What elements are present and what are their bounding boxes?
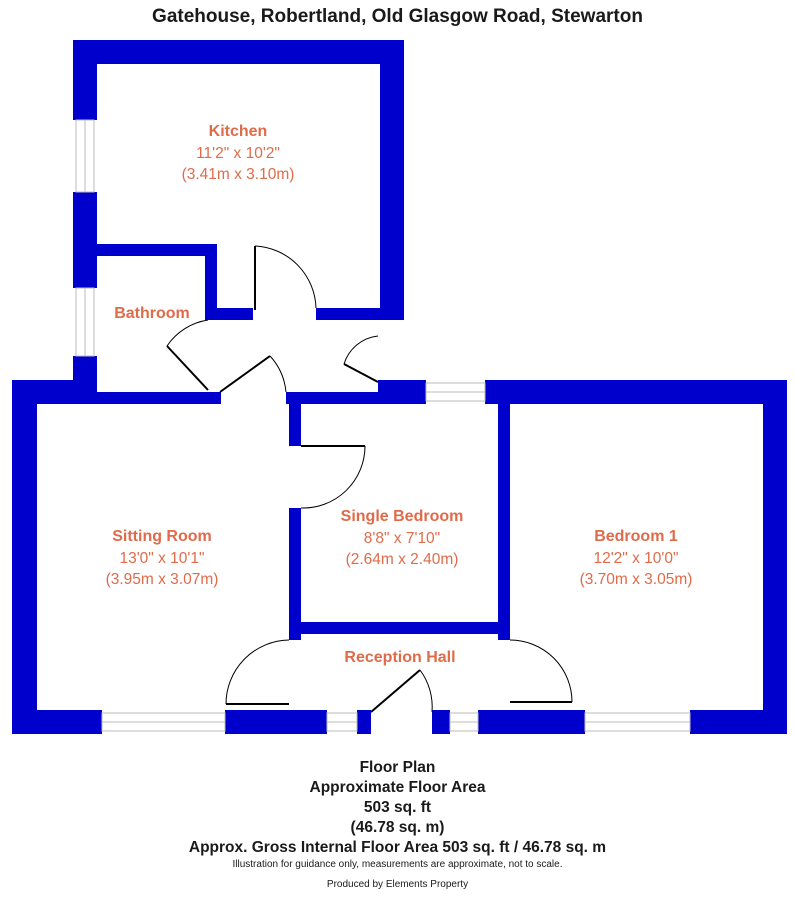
footer-sqm: (46.78 sq. m) [350, 819, 445, 836]
sitting-room-metric: (3.95m x 3.07m) [106, 571, 219, 588]
wall-main-top-right-a [378, 380, 426, 404]
wall-main-top-segment [97, 392, 221, 404]
bedroom-1-imperial: 12'2" x 10'0" [593, 550, 678, 567]
wall-bottom-1 [12, 710, 102, 734]
wall-main-left [12, 380, 37, 734]
wall-single-left-upper [289, 392, 301, 446]
bathroom-name: Bathroom [114, 305, 190, 322]
single-bedroom-imperial: 8'8" x 7'10" [364, 530, 440, 547]
wall-bottom-4 [432, 710, 450, 734]
wall-kitchen-top [73, 40, 404, 64]
kitchen-metric: (3.41m x 3.10m) [182, 166, 295, 183]
footer-floor-plan: Floor Plan [359, 759, 436, 776]
walls [12, 40, 787, 734]
floor-plan: Kitchen 11'2" x 10'2" (3.41m x 3.10m) Ba… [12, 40, 787, 734]
wall-bottom-5 [478, 710, 585, 734]
wall-single-left-lower [289, 508, 301, 640]
wall-single-bottom [289, 622, 510, 634]
single-bedroom-name: Single Bedroom [341, 508, 464, 525]
windows [75, 119, 691, 732]
bedroom-1-name: Bedroom 1 [594, 528, 678, 545]
wall-bottom-2 [225, 710, 327, 734]
wall-bottom-3 [357, 710, 371, 734]
floor-plan-summary: Floor Plan Approximate Floor Area 503 sq… [0, 758, 795, 892]
sitting-room-imperial: 13'0" x 10'1" [119, 550, 204, 567]
footer-disclaimer: Illustration for guidance only, measurem… [232, 859, 563, 870]
wall-kitchen-bottom-right [316, 308, 404, 320]
wall-main-top-right-b [485, 380, 787, 404]
wall-kitchen-right [380, 40, 404, 320]
page-title: Gatehouse, Robertland, Old Glasgow Road,… [152, 6, 643, 27]
wall-kitchen-bath-divider [97, 244, 217, 256]
wall-bottom-6 [690, 710, 787, 734]
reception-hall-name: Reception Hall [344, 649, 455, 666]
footer-credit: Produced by Elements Property [326, 879, 469, 890]
wall-bath-right [205, 244, 217, 320]
wall-main-right [763, 380, 787, 734]
room-labels: Kitchen 11'2" x 10'2" (3.41m x 3.10m) Ba… [106, 123, 693, 666]
bedroom-1-metric: (3.70m x 3.05m) [580, 571, 693, 588]
doors [166, 245, 573, 713]
single-bedroom-metric: (2.64m x 2.40m) [346, 551, 459, 568]
wall-single-right [498, 392, 510, 640]
wall-kitchen-bottom-left [205, 308, 253, 320]
footer-gross-area: Approx. Gross Internal Floor Area 503 sq… [188, 839, 607, 856]
footer-sqft: 503 sq. ft [363, 799, 432, 816]
sitting-room-name: Sitting Room [112, 528, 212, 545]
wall-main-top-hall [286, 392, 402, 404]
kitchen-name: Kitchen [209, 123, 268, 140]
wall-kitchen-left-lower [73, 192, 97, 288]
kitchen-imperial: 11'2" x 10'2" [196, 145, 280, 162]
footer-approx-area: Approximate Floor Area [309, 779, 486, 796]
wall-kitchen-left [73, 40, 97, 120]
